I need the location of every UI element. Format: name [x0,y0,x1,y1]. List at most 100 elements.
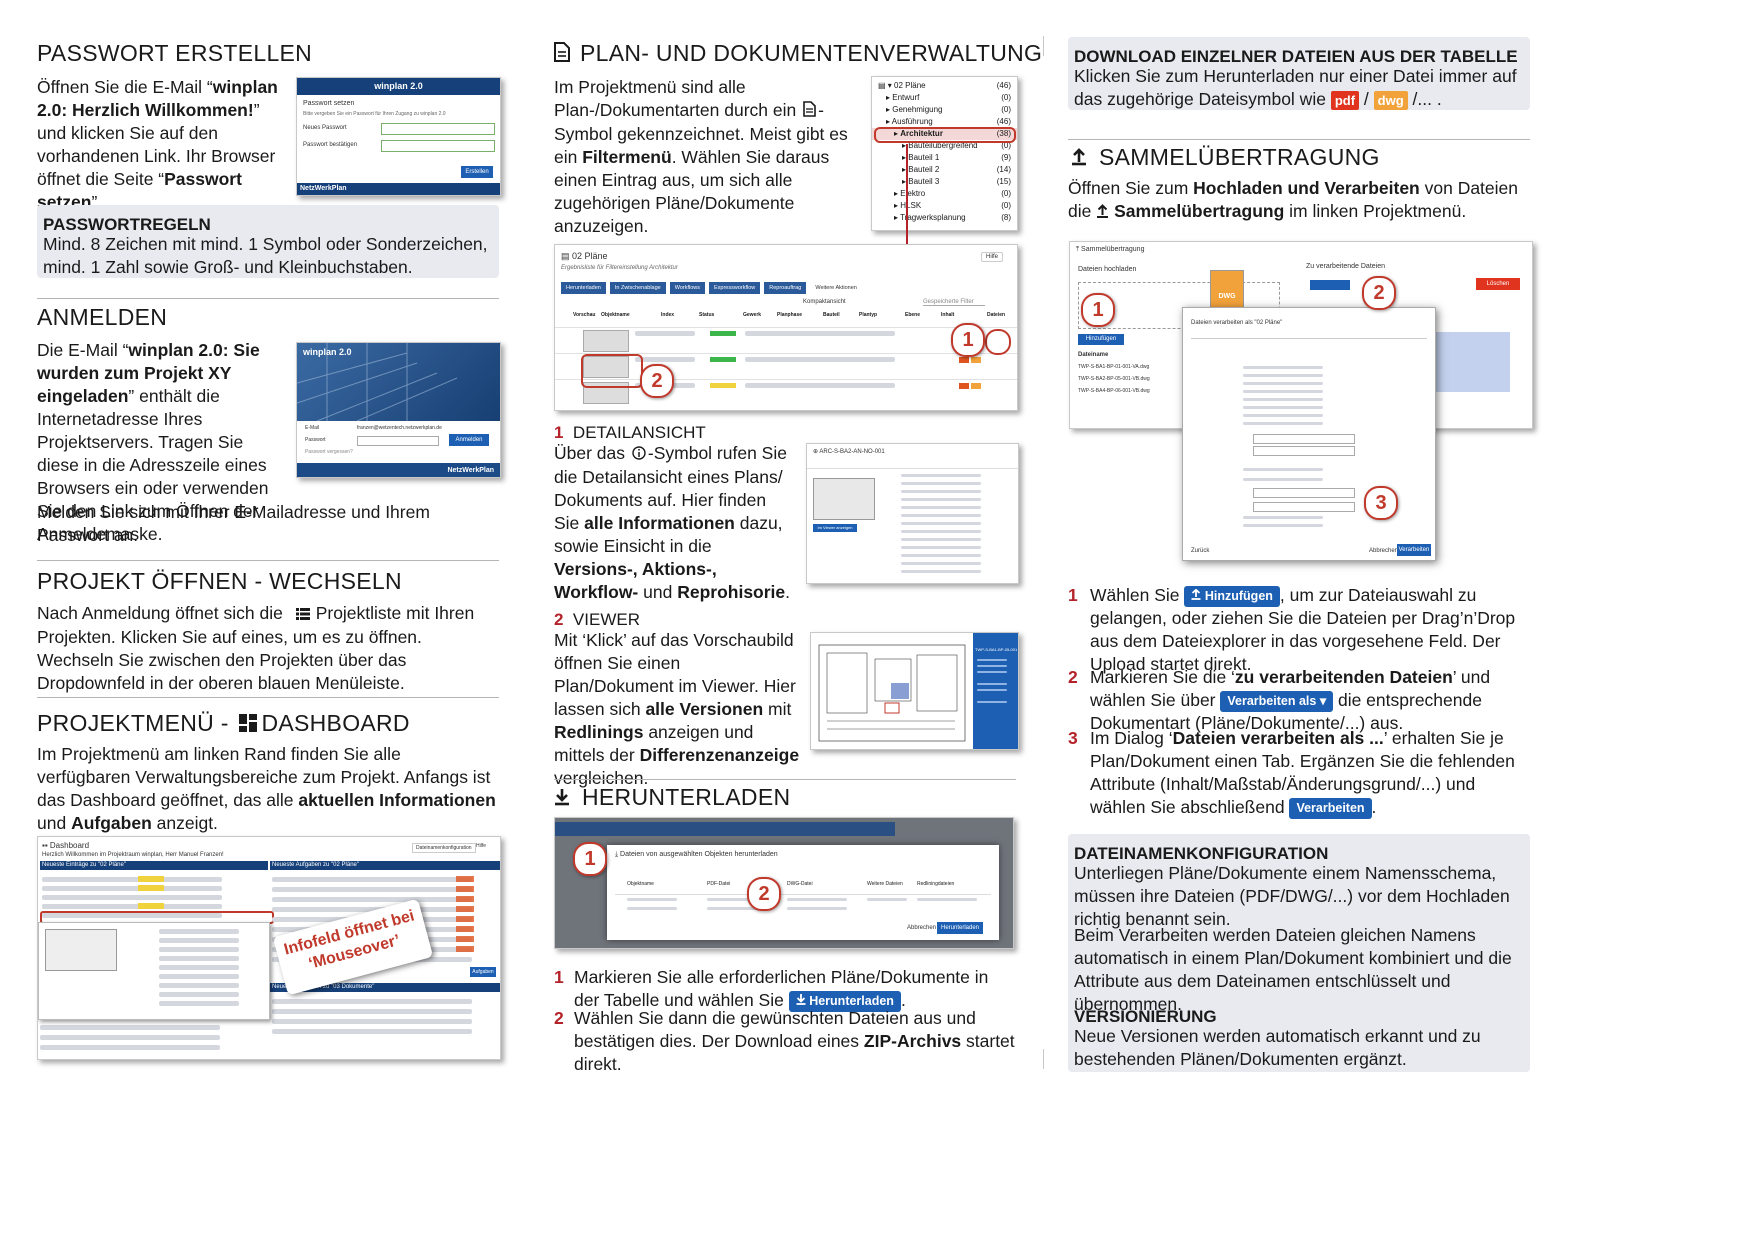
shot-forgot: Passwort vergessen? [305,449,353,455]
box-download-einzeln: DOWNLOAD EINZELNER DATEIEN AUS DER TABEL… [1068,37,1530,110]
filter-tree: ▤ ▾ 02 Pläne(46)▸ Entwurf(0)▸ Genehmigun… [872,80,1017,224]
column-header[interactable]: Inhalt [941,312,955,318]
tree-item-label: Entwurf [892,93,920,102]
tree-item-label: Genehmigung [892,105,943,114]
tree-item-count: (46) [996,81,1011,90]
column-header[interactable]: Status [699,312,715,318]
text-anmelden-2: Melden Sie sich mit Ihrer E-Mailadresse … [37,502,430,545]
shot-infofeld [38,922,270,1020]
column-header[interactable]: Dateien [987,312,1006,318]
column-header[interactable]: Gewerk [743,312,762,318]
screenshot-filtertree: ▤ ▾ 02 Pläne(46)▸ Entwurf(0)▸ Genehmigun… [871,76,1018,231]
box-passwortregeln: PASSWORTREGELN Mind. 8 Zeichen mit mind.… [37,205,499,278]
badge-1: 1 [951,323,985,357]
tree-item-label: 02 Pläne [894,81,926,90]
tree-item[interactable]: ▤ ▾ 02 Pläne(46) [878,81,1011,90]
download-toolbar [555,822,895,836]
shot-title: Passwort setzen [303,100,355,107]
tree-item-label: Bauteilübergreifend [908,141,978,150]
column-rule [1043,36,1044,56]
document-icon [554,41,570,68]
list-columns: Vorschau Objektname Index Status Gewerk Planp… [561,312,1011,324]
badge-3: 3 [1364,486,1398,520]
list-help: Hilfe [981,252,1004,262]
dialog-column-header: Redliningdateien [917,881,955,887]
toolbar-button[interactable]: Reproauftrag [764,282,807,294]
download-button: Herunterladen [788,990,901,1012]
tree-item[interactable]: ▸ Entwurf(0) [886,93,1011,102]
shot-help: Hilfe [476,843,487,849]
dialog-verarbeiten: Dateien verarbeiten als "02 Pläne" Zurüc… [1182,307,1436,561]
upload-icon [1191,587,1201,606]
toolbar-button[interactable]: Workflows [669,282,705,294]
viewer-file: TWP-S-BA1-BP-05-001 [975,647,1018,652]
shot-file: TWP-S-BA4-BP-06-001-VB.dwg [1078,388,1150,394]
document-icon [803,100,816,123]
download-icon [554,785,570,812]
toolbar-button[interactable]: Weitere Aktionen [815,285,857,291]
viewer-sidebar: TWP-S-BA1-BP-05-001 [973,633,1018,749]
shot-rows-right2 [270,995,498,1035]
text-plan: Im Projektmenü sind alle Plan-/Dokumenta… [554,77,848,236]
tree-item-label: HLSK [900,201,922,210]
shot-label1: Neues Passwort [303,125,347,131]
shot-dashboard-title: ▪▪ Dashboard [42,841,90,850]
process-as-button: Verarbeiten als ▾ [1220,690,1334,712]
shot-rows-bottom [38,1021,268,1057]
dialog-back: Zurück [1191,548,1210,554]
column-header[interactable]: Planphase [777,312,803,318]
tree-item[interactable]: ▸ Bauteilübergreifend(0) [902,141,1011,150]
toolbar-button[interactable]: Herunterladen [561,282,606,294]
heading-viewer: 2 VIEWER [554,610,640,629]
screenshot-viewer: TWP-S-BA1-BP-05-001 [810,632,1019,750]
tree-item[interactable]: ▸ Ausführung(46) [886,117,1011,126]
toolbar-button[interactable]: Expressworkflow [709,282,761,294]
column-rule [1043,1049,1044,1069]
shot-process: Zu verarbeitende Dateien [1306,263,1385,270]
tree-item[interactable]: ▸ Bauteil 1(9) [902,153,1011,162]
divider [1068,139,1530,140]
text-sammel: Öffnen Sie zum Hochladen und Verarbeiten… [1068,177,1530,224]
column-header[interactable]: Vorschau [573,312,596,318]
tree-item-count: (9) [1001,153,1011,162]
tree-item[interactable]: ▸ Architektur(38) [872,128,1017,140]
shot-label2: Passwort bestätigen [303,142,358,148]
download-dialog: ⤓ Dateien von ausgewählten Objekten heru… [607,845,999,940]
box-text: Klicken Sie zum Herunterladen nur einer … [1074,66,1517,110]
column-header[interactable]: Index [661,312,675,318]
tree-item-count: (38) [996,129,1011,138]
divider [37,298,499,299]
dwg-file-icon: DWG [1210,270,1244,308]
tree-item[interactable]: ▸ Bauteil 3(15) [902,177,1011,186]
tree-item[interactable]: ▸ HLSK(0) [894,201,1011,210]
shot-footer: NetzWerkPlan [297,183,500,195]
add-button: Hinzufügen [1184,585,1280,607]
column-header[interactable]: Objektname [601,312,630,318]
tree-item[interactable]: ▸ Genehmigung(0) [886,105,1011,114]
toolbar-button[interactable]: In Zwischenablage [609,282,666,294]
tree-item[interactable]: ▸ Elektro(0) [894,189,1011,198]
box-text-3: Neue Versionen werden automatisch erkann… [1074,1026,1481,1069]
tree-item[interactable]: ▸ Tragwerksplanung(8) [894,213,1011,222]
shot-login-button: Anmelden [449,434,489,446]
column-header[interactable]: Plantyp [859,312,878,318]
dialog-cancel: Abbrechen [1369,548,1399,554]
column-header[interactable]: Bauteil [823,312,840,318]
sammel-step-3: 3 Im Dialog ‘Dateien verarbeiten als ...… [1068,728,1515,819]
tree-item-count: (8) [1001,213,1011,222]
shot-filename: Dateiname [1078,352,1109,358]
badge-1: 1 [1081,293,1115,327]
shot-label-email: E-Mail [305,425,320,431]
detail-title: ⊕ ARC-S-BA2-AN-NO-001 [813,449,885,455]
shot-upload: Dateien hochladen [1078,266,1137,273]
list-icon [295,603,310,626]
column-header[interactable]: Ebene [905,312,921,318]
dialog-column-header: Objektname [627,881,654,887]
shot-file: TWP-S-BA1-BP-01-001-VA.dwg [1078,364,1150,370]
sammel-step-2: 2 Markieren Sie die ‘zu verarbeitenden D… [1068,667,1491,733]
tree-item-label: Bauteil 2 [908,165,940,174]
box-title-versionierung: VERSIONIERUNG [1074,1007,1217,1026]
tree-item-label: Architektur [900,129,943,138]
tree-item[interactable]: ▸ Bauteil 2(14) [902,165,1011,174]
